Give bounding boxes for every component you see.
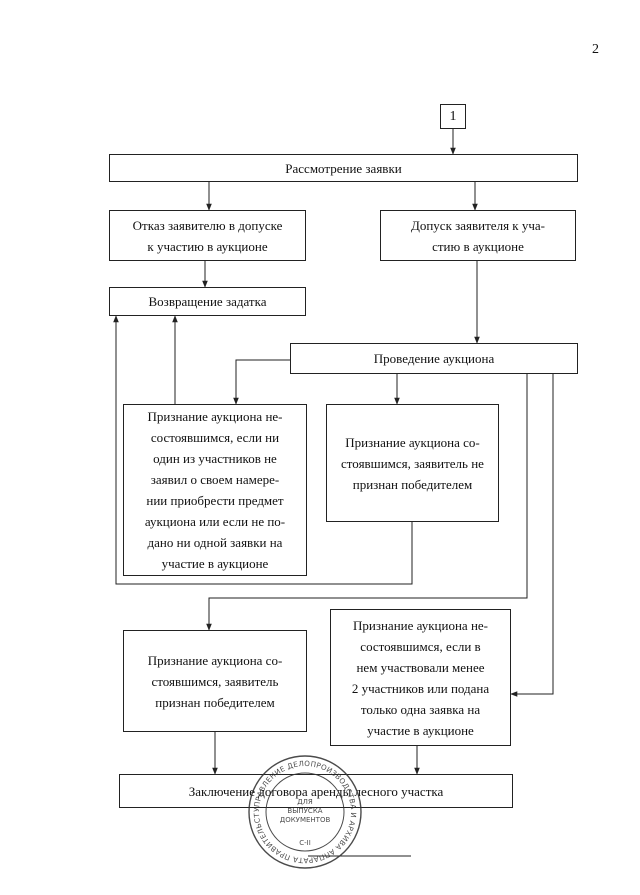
- arrow-auction-to-failed-few: [510, 374, 554, 697]
- connector-box: 1: [440, 104, 466, 129]
- stamp-inner-ring: [265, 772, 345, 852]
- box-failed-few-participants-text: Признание аукциона не- состоявшимся, есл…: [351, 617, 490, 738]
- box-contract-text: Заключение договора аренды лесного участ…: [188, 783, 444, 799]
- box-held-not-winner-text: Признание аукциона со- стоявшимся, заяви…: [341, 434, 484, 492]
- box-deposit-return-text: Возвращение задатка: [148, 294, 267, 309]
- box-held-not-winner: Признание аукциона со- стоявшимся, заяви…: [326, 404, 499, 522]
- box-admission-text: Допуск заявителя к уча- стию в аукционе: [410, 217, 545, 254]
- box-failed-no-bids-text: Признание аукциона не- состоявшимся, есл…: [144, 409, 286, 571]
- box-held-winner-text: Признание аукциона со- стоявшимся, заяви…: [147, 652, 283, 710]
- connector-label: 1: [449, 109, 457, 124]
- arrow-held-not-winner-to-deposit: [113, 315, 413, 585]
- box-failed-no-bids: Признание аукциона не- состоявшимся, есл…: [123, 404, 307, 576]
- box-held-winner: Признание аукциона со- стоявшимся, заяви…: [123, 630, 307, 732]
- box-failed-few-participants: Признание аукциона не- состоявшимся, есл…: [330, 609, 511, 746]
- box-deposit-return: Возвращение задатка: [109, 287, 306, 316]
- box-review-text: Рассмотрение заявки: [285, 160, 402, 176]
- box-refusal: Отказ заявителю в допуске к участию в ау…: [109, 210, 306, 261]
- official-stamp: УПРАВЛЕНИЕ ДЕЛОПРОИЗВОДСТВА И АРХИВА АПП…: [245, 752, 362, 869]
- arrow-auction-to-held-winner: [206, 374, 528, 631]
- stamp-outer-ring: [248, 755, 362, 869]
- arrow-auction-to-failed-no-bids: [233, 359, 290, 405]
- stamp-center-line-1: ДЛЯ: [297, 798, 313, 806]
- stamp-code: С-II: [299, 839, 311, 847]
- box-auction: Проведение аукциона: [290, 343, 578, 374]
- box-review: Рассмотрение заявки: [109, 154, 578, 182]
- stamp-center-line-2: ВЫПУСКА: [287, 807, 322, 815]
- box-auction-text: Проведение аукциона: [373, 351, 495, 366]
- stamp-center-line-3: ДОКУМЕНТОВ: [280, 816, 331, 824]
- box-admission: Допуск заявителя к уча- стию в аукционе: [380, 210, 576, 261]
- page-number: 2: [592, 42, 599, 57]
- box-refusal-text: Отказ заявителю в допуске к участию в ау…: [132, 217, 283, 254]
- box-contract: Заключение договора аренды лесного участ…: [119, 774, 513, 808]
